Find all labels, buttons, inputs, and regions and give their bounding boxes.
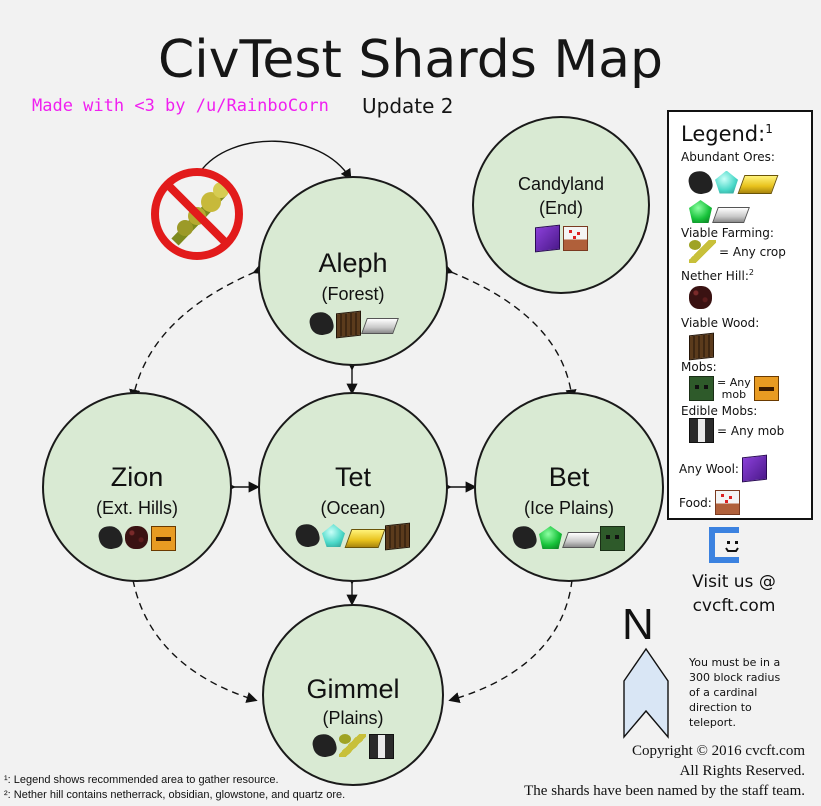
visit-link[interactable]: cvcft.com: [692, 596, 776, 616]
north-arrow-icon: [623, 647, 669, 739]
shard-bet: Bet (Ice Plains): [474, 392, 664, 582]
map-title: CivTest Shards Map: [157, 30, 664, 90]
emerald-icon: [539, 526, 562, 549]
shard-aleph: Aleph (Forest): [258, 176, 448, 366]
netherrack-icon: [689, 286, 712, 309]
shard-biome: (Forest): [321, 284, 385, 304]
shard-name: Zion: [110, 462, 164, 492]
legend-nether-hill: Nether Hill:2: [681, 268, 754, 283]
legend-food: Food:: [679, 495, 712, 510]
cake-icon: [562, 226, 588, 251]
naming-line: The shards have been named by the staff …: [524, 783, 805, 799]
shard-candyland: Candyland (End): [472, 116, 650, 294]
zombie-icon: [689, 376, 714, 401]
cvcft-logo-icon: [709, 527, 739, 563]
arrow-aleph-bet: [441, 263, 577, 401]
legend-panel: Legend:1 Abundant Ores: Viable Farming: …: [667, 110, 813, 520]
cow-icon: [689, 418, 714, 443]
copyright-block: Copyright © 2016 cvcft.com All Rights Re…: [470, 741, 805, 801]
shard-gimmel: Gimmel (Plains): [262, 604, 444, 786]
legend-any-mob-edible: = Any mob: [717, 423, 785, 438]
wood-icon: [336, 310, 361, 339]
iron-icon: [361, 318, 399, 334]
wood-icon: [385, 522, 410, 551]
loop-arrow: [199, 140, 352, 181]
credit-text: Made with <3 by /u/RainboCorn: [32, 96, 329, 116]
arrow-aleph-zion: [129, 263, 265, 401]
update-label: Update 2: [362, 94, 454, 118]
netherrack-icon: [124, 526, 148, 549]
blaze-icon: [753, 376, 779, 401]
zombie-icon: [600, 526, 625, 551]
gold-icon: [737, 175, 779, 194]
legend-any-crop: = Any crop: [719, 244, 786, 259]
shard-name: Candyland: [517, 174, 605, 194]
shard-zion: Zion (Ext. Hills): [42, 392, 232, 582]
shard-biome: (End): [538, 198, 583, 218]
wood-icon: [689, 332, 714, 361]
visit-us: Visit us @ cvcft.com: [684, 570, 784, 618]
footnote-1: ¹: Legend shows recommended area to gath…: [4, 774, 279, 786]
gold-icon: [344, 529, 386, 548]
legend-viable-farming: Viable Farming:: [681, 226, 774, 240]
shard-biome: (Plains): [322, 708, 384, 728]
arrow-zion-gimmel: [125, 570, 258, 703]
wheat-icon: [689, 240, 716, 263]
iron-icon: [562, 532, 600, 548]
shard-name: Bet: [548, 462, 590, 492]
coal-icon: [510, 523, 539, 552]
legend-any-wool: Any Wool:: [679, 461, 739, 476]
cow-icon: [368, 734, 394, 759]
north-label: N: [622, 600, 654, 649]
coal-icon: [96, 523, 124, 552]
legend-abundant-ores: Abundant Ores:: [681, 150, 775, 164]
cake-icon: [714, 490, 740, 515]
visit-line-1: Visit us @: [692, 572, 776, 592]
iron-icon: [712, 206, 750, 223]
wool-icon: [741, 454, 767, 483]
wheat-icon: [338, 734, 366, 757]
teleport-note: You must be in a 300 block radius of a c…: [689, 656, 781, 729]
legend-title: Legend:1: [681, 122, 773, 146]
shard-name: Gimmel: [306, 674, 400, 704]
coal-icon: [307, 309, 336, 338]
shard-name: Aleph: [318, 248, 388, 278]
wool-icon: [534, 224, 560, 253]
shard-biome: (Ext. Hills): [96, 498, 178, 518]
no-wheat-sign: [151, 168, 243, 260]
legend-edible-mobs: Edible Mobs:: [681, 404, 758, 418]
shard-name: Tet: [334, 462, 372, 492]
shard-biome: (Ocean): [320, 498, 386, 518]
legend-mobs: Mobs:: [681, 360, 717, 374]
footnote-2: ²: Nether hill contains netherrack, obsi…: [4, 789, 346, 801]
diamond-icon: [715, 170, 738, 194]
shard-biome: (Ice Plains): [523, 498, 615, 518]
emerald-icon: [689, 200, 712, 223]
coal-icon: [310, 731, 338, 760]
diamond-icon: [322, 524, 345, 547]
coal-icon: [293, 521, 322, 550]
shard-tet: Tet (Ocean): [258, 392, 448, 582]
rights-line: All Rights Reserved.: [679, 763, 805, 779]
arrow-bet-gimmel: [448, 571, 579, 704]
blaze-icon: [150, 526, 176, 551]
footnotes: ¹: Legend shows recommended area to gath…: [4, 773, 345, 803]
coal-icon: [686, 168, 715, 196]
legend-viable-wood: Viable Wood:: [681, 316, 760, 330]
copyright-line: Copyright © 2016 cvcft.com: [631, 743, 805, 759]
